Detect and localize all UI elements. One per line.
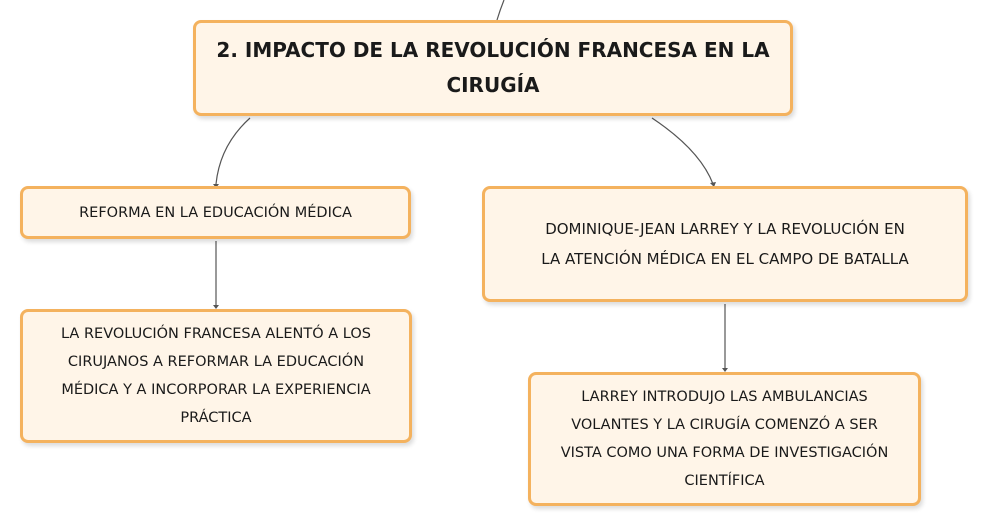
arrowhead-right-child	[722, 368, 728, 372]
connector-root-to-right-branch	[651, 117, 714, 185]
arrowhead-left-child	[213, 305, 219, 309]
connector-root-to-left-branch	[215, 117, 251, 185]
subtopic-node-education-reform[interactable]: REFORMA EN LA EDUCACIÓN MÉDICA	[20, 186, 411, 239]
connector-parent-to-root	[496, 0, 505, 21]
detail-node-larrey[interactable]: LARREY INTRODUJO LAS AMBULANCIAS VOLANTE…	[528, 372, 921, 506]
root-topic-node[interactable]: 2. IMPACTO DE LA REVOLUCIÓN FRANCESA EN …	[193, 20, 793, 116]
arrowhead-right-branch	[710, 182, 716, 187]
detail-node-education-reform[interactable]: LA REVOLUCIÓN FRANCESA ALENTÓ A LOS CIRU…	[20, 309, 412, 443]
subtopic-node-larrey[interactable]: DOMINIQUE-JEAN LARREY Y LA REVOLUCIÓN EN…	[482, 186, 968, 302]
